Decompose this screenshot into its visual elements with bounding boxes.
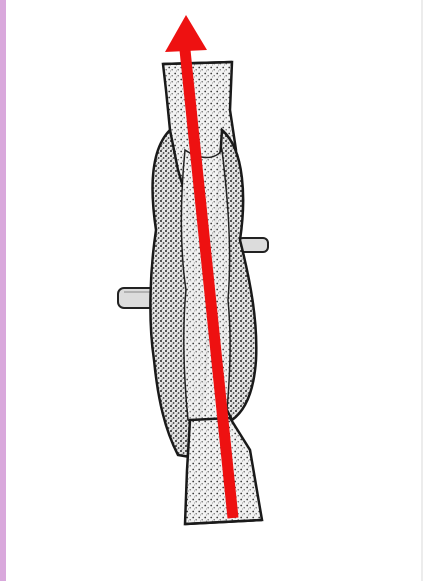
diagram-canvas [0,0,423,581]
graft-illustration [0,0,423,581]
